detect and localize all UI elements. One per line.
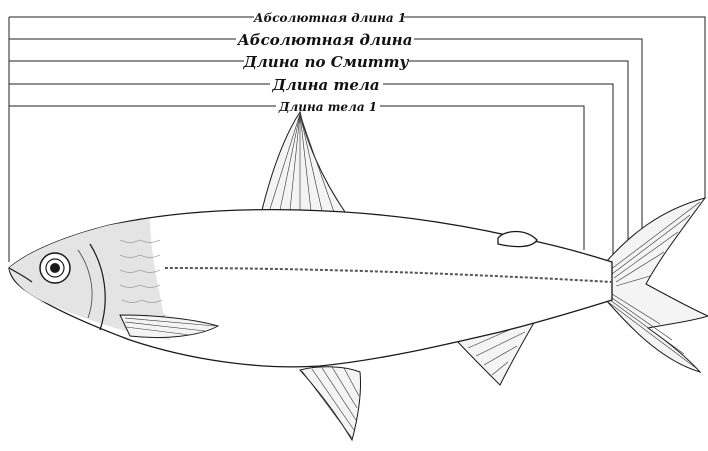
caudal-fin bbox=[606, 198, 708, 372]
fish-illustration bbox=[9, 112, 708, 440]
eye-pupil bbox=[50, 263, 60, 273]
label-body-length: Длина тела bbox=[271, 76, 379, 94]
label-smith-length: Длина по Смитту bbox=[242, 53, 409, 71]
label-body-length-1: Длина тела 1 bbox=[278, 100, 377, 114]
label-absolute-length-1: Абсолютная длина 1 bbox=[253, 11, 406, 25]
label-absolute-length: Абсолютная длина bbox=[237, 31, 413, 49]
adipose-fin bbox=[498, 232, 537, 247]
dorsal-fin bbox=[262, 112, 345, 212]
pelvic-fin bbox=[300, 367, 361, 440]
